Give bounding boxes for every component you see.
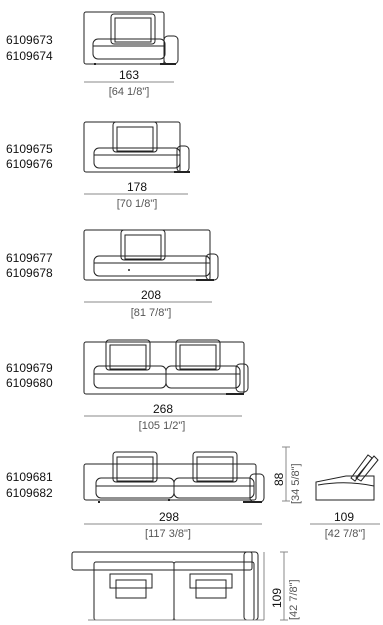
height-cm-label: 88	[272, 472, 286, 486]
product-code: 6109678	[6, 266, 53, 280]
width-cm-label: 268	[152, 402, 174, 416]
plan-view	[72, 552, 288, 620]
width-in-label: [81 7/8"]	[130, 307, 172, 319]
height-in-label: [34 5/8"]	[290, 463, 302, 504]
width-cm-label: 163	[118, 68, 140, 82]
width-cm-label: 208	[140, 288, 162, 302]
product-code: 6109682	[6, 486, 53, 500]
front-view-4	[84, 340, 248, 416]
product-code: 6109681	[6, 470, 53, 484]
depth-cm-label: 109	[333, 510, 355, 524]
product-code: 6109676	[6, 157, 53, 171]
plan-depth-cm-label: 109	[270, 587, 284, 608]
front-view-3	[84, 230, 218, 302]
depth-in-label: [42 7/8"]	[324, 528, 366, 540]
product-code: 6109677	[6, 251, 53, 265]
product-code: 6109675	[6, 142, 53, 156]
side-view	[310, 455, 380, 524]
width-cm-label: 178	[126, 180, 148, 194]
width-in-label: [105 1/2"]	[138, 420, 186, 432]
width-in-label: [70 1/8"]	[116, 198, 158, 210]
width-in-label: [64 1/8"]	[108, 86, 150, 98]
width-in-label: [117 3/8"]	[145, 528, 191, 540]
plan-depth-in-label: [42 7/8"]	[288, 579, 300, 620]
width-cm-label: 298	[158, 510, 180, 524]
front-view-2	[84, 122, 190, 194]
front-view-1	[84, 12, 178, 82]
product-code: 6109679	[6, 361, 53, 375]
product-code: 6109680	[6, 376, 53, 390]
product-code: 6109674	[6, 49, 53, 63]
product-code: 6109673	[6, 33, 53, 47]
front-view-5	[84, 447, 290, 524]
